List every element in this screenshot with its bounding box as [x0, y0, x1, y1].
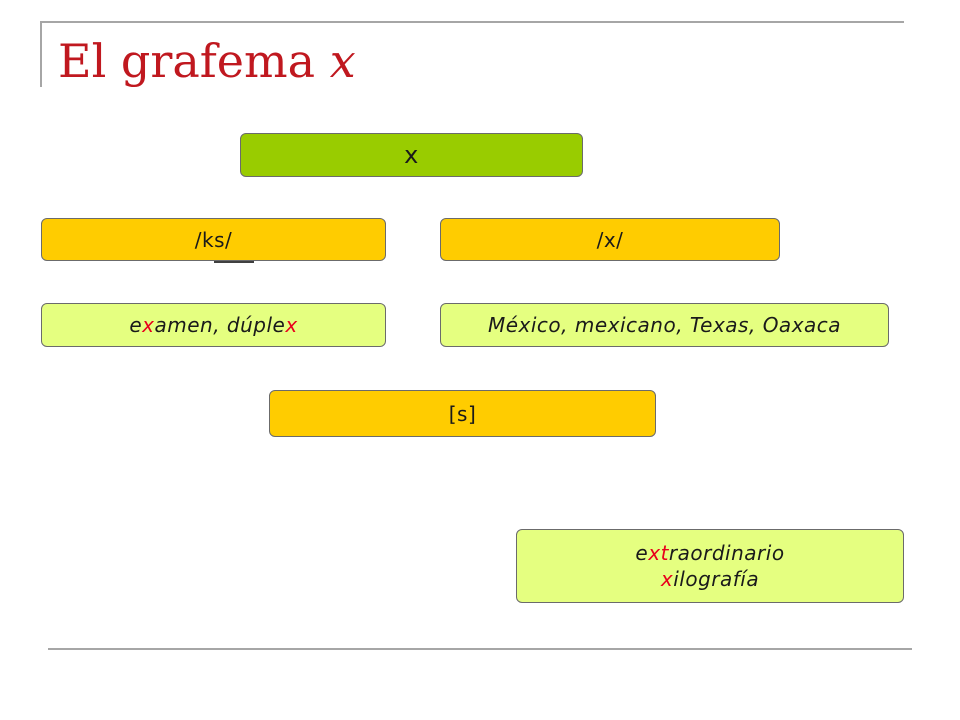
phoneme-ks-underline [214, 261, 254, 263]
phoneme-x-box: /x/ [440, 218, 780, 261]
examples-ks-text: examen, dúplex [129, 313, 297, 337]
slide-title: El grafema x [58, 36, 356, 87]
phoneme-ks-box: /ks/ [41, 218, 386, 261]
left-rule [40, 21, 42, 87]
examples-x-text: México, mexicano, Texas, Oaxaca [487, 313, 842, 337]
examples-s-line-2-part-2: ilografía [673, 567, 760, 591]
examples-s-lines: extraordinario xilografía [635, 540, 784, 592]
title-text: El grafema [58, 34, 330, 88]
examples-s-line-1: extraordinario [635, 540, 784, 566]
phoneme-x-label: /x/ [596, 227, 624, 252]
examples-s-line-1-part-2: raordinario [668, 541, 785, 565]
bottom-rule [48, 648, 912, 650]
root-grapheme-box: x [240, 133, 583, 177]
examples-ks-highlight-1: x [142, 313, 155, 337]
allophone-s-box: [s] [269, 390, 656, 437]
examples-ks-part-2: amen, dúple [154, 313, 286, 337]
examples-s-line-2: xilografía [635, 566, 784, 592]
examples-s-box: extraordinario xilografía [516, 529, 904, 603]
top-rule [40, 21, 904, 23]
examples-s-line-1-highlight: xt [648, 541, 669, 565]
examples-ks-box: examen, dúplex [41, 303, 386, 347]
examples-ks-highlight-2: x [285, 313, 298, 337]
examples-s-line-1-part-1: e [635, 541, 649, 565]
root-grapheme-label: x [404, 141, 419, 169]
examples-x-box: México, mexicano, Texas, Oaxaca [440, 303, 889, 347]
examples-ks-part-1: e [129, 313, 143, 337]
allophone-s-label: [s] [448, 401, 477, 426]
phoneme-ks-label: /ks/ [194, 227, 233, 252]
title-grapheme: x [329, 34, 356, 88]
examples-s-line-2-highlight: x [660, 567, 674, 591]
